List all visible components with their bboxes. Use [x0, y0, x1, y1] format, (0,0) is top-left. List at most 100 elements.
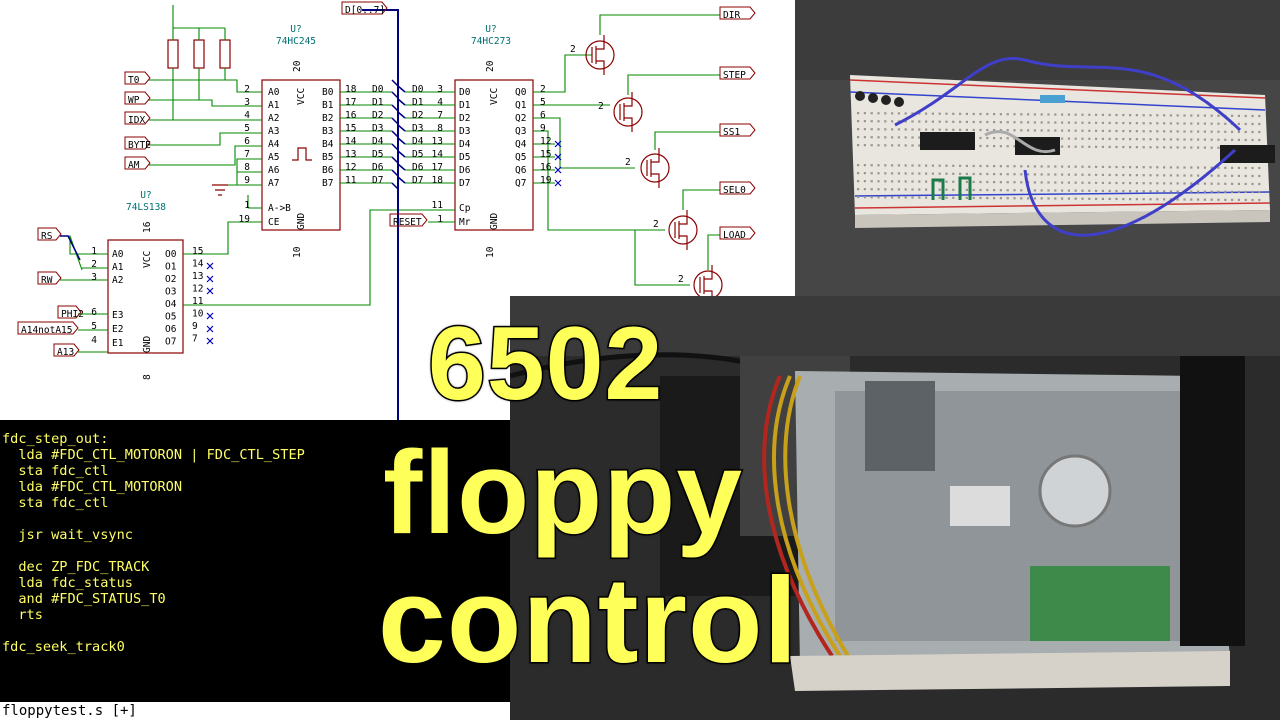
breadboard-hole	[1027, 165, 1030, 168]
u2-pinnum-r1: 5	[540, 97, 546, 108]
u2-pin-Q2: Q2	[515, 113, 526, 124]
mosfet-4	[693, 270, 723, 300]
breadboard-hole	[1067, 121, 1070, 124]
u2-pin-Q3: Q3	[515, 126, 526, 137]
u1-vcc: VCC	[296, 88, 307, 105]
output-ss1: SS1	[723, 127, 740, 138]
u1-pinnum-5: 7	[244, 149, 250, 160]
breadboard-hole	[1122, 145, 1125, 149]
breadboard-hole	[918, 180, 921, 183]
breadboard-hole	[1210, 198, 1213, 201]
u3-pin-O6: O6	[165, 324, 177, 335]
breadboard-hole	[870, 196, 873, 199]
breadboard-hole	[1115, 121, 1118, 125]
breadboard-hole	[1149, 146, 1152, 149]
breadboard-hole	[1067, 173, 1070, 176]
breadboard-hole	[863, 144, 866, 147]
breadboard-hole	[1006, 197, 1009, 200]
u2-gnd: GND	[489, 213, 500, 230]
u1-pin-CE: CE	[268, 217, 280, 228]
breadboard-hole	[1101, 189, 1104, 192]
breadboard-hole	[1210, 114, 1213, 117]
breadboard-hole	[1217, 146, 1220, 149]
breadboard-hole	[1183, 166, 1186, 169]
breadboard-hole	[1006, 173, 1009, 176]
breadboard-hole	[891, 196, 894, 199]
breadboard-hole	[1013, 181, 1016, 184]
breadboard-hole	[1197, 190, 1200, 193]
no-connect-mark	[206, 262, 214, 270]
breadboard-hole	[1217, 166, 1220, 169]
mosfet-gate-pin-3: 2	[653, 219, 659, 230]
breadboard-hole	[993, 197, 996, 200]
breadboard-hole	[1183, 146, 1186, 149]
bus-net-r-D5: D5	[412, 149, 423, 160]
breadboard-hole	[891, 164, 894, 167]
u2-part: 74HC273	[471, 36, 511, 47]
breadboard-hole	[965, 120, 968, 123]
u1-pin-B2: B2	[322, 113, 333, 124]
breadboard-hole	[1190, 166, 1193, 169]
breadboard-hole	[1101, 173, 1104, 176]
breadboard-hole	[1047, 197, 1050, 200]
breadboard-hole	[979, 188, 982, 192]
breadboard-hole	[1224, 174, 1227, 177]
breadboard-hole	[897, 112, 900, 115]
mosfet-leads-4	[699, 265, 713, 305]
breadboard-hole	[931, 112, 934, 115]
u2-ref: U?	[485, 24, 496, 35]
u1-pin-top: 20	[292, 60, 303, 72]
breadboard-hole	[1203, 182, 1206, 185]
breadboard-hole	[986, 188, 989, 192]
no-connect-mark	[206, 287, 214, 295]
breadboard-hole	[952, 112, 955, 115]
breadboard-hole	[972, 172, 975, 176]
breadboard-hole	[1244, 198, 1247, 202]
u1-pin-B0: B0	[322, 87, 334, 98]
input-am-box	[124, 156, 151, 170]
u1-pinnum-4: 6	[244, 136, 250, 147]
breadboard-hole	[877, 128, 880, 131]
breadboard-hole	[918, 120, 921, 123]
breadboard-hole	[1231, 138, 1234, 141]
u1-pinnum-r7: 11	[345, 175, 357, 186]
breadboard-hole	[1129, 190, 1132, 193]
breadboard-hole	[897, 188, 900, 191]
breadboard-hole	[877, 120, 880, 123]
breadboard-hole	[1197, 114, 1200, 117]
u1-pinnum-2: 4	[244, 110, 250, 121]
u1-pin-B5: B5	[322, 152, 333, 163]
breadboard-hole	[877, 112, 880, 115]
u2-pinnum-r7: 19	[540, 175, 552, 186]
breadboard-hole	[863, 164, 866, 167]
u2-pin-D3: D3	[459, 126, 470, 137]
breadboard-hole	[1020, 181, 1023, 184]
breadboard-hole	[897, 172, 900, 175]
breadboard-hole	[1217, 138, 1220, 141]
breadboard-hole	[1040, 165, 1043, 168]
u1-pin-A1: A1	[268, 100, 280, 111]
breadboard-hole	[979, 180, 982, 184]
breadboard-hole	[959, 120, 962, 123]
u1-pin-B7: B7	[322, 178, 333, 189]
breadboard-hole	[1067, 129, 1070, 132]
breadboard-hole	[1061, 121, 1064, 124]
breadboard-hole	[1020, 121, 1023, 124]
breadboard-hole	[1115, 113, 1118, 117]
breadboard-hole	[1251, 114, 1254, 118]
breadboard-hole	[870, 180, 873, 183]
breadboard-hole	[911, 172, 914, 175]
u1-pinnum-r0: 18	[345, 84, 357, 95]
breadboard-hole	[1115, 197, 1118, 201]
bus-net-l-D0: D0	[372, 84, 384, 95]
breadboard-hole	[1142, 114, 1145, 117]
breadboard-hole	[1108, 121, 1111, 125]
breadboard-hole	[1217, 122, 1220, 125]
u3-pinnum-0: 1	[91, 246, 97, 257]
breadboard-hole	[1129, 198, 1132, 201]
breadboard-hole	[1054, 121, 1057, 124]
breadboard-hole	[1088, 145, 1091, 148]
input-wp: WP	[128, 95, 140, 106]
breadboard-hole	[1237, 198, 1240, 201]
breadboard-hole	[897, 180, 900, 183]
